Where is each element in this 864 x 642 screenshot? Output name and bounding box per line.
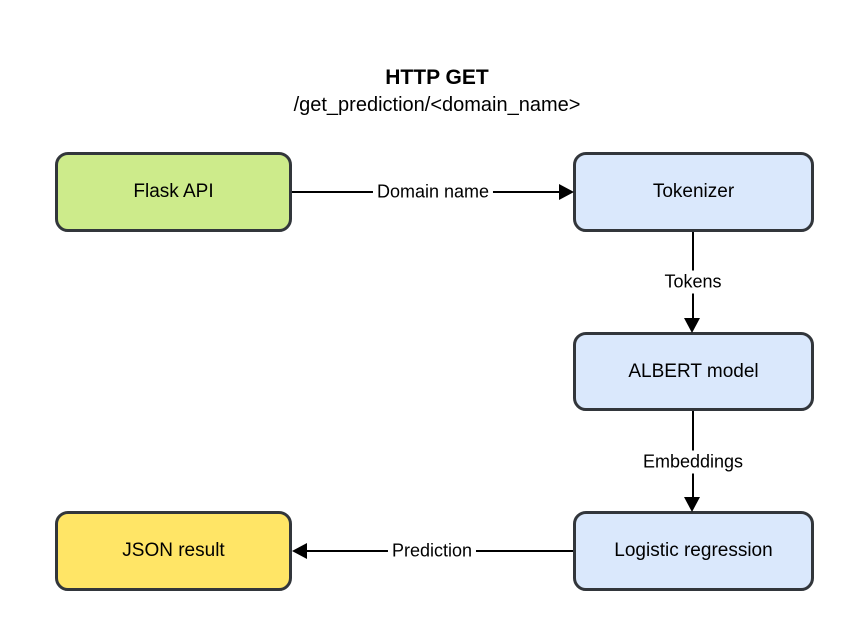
node-flask-api: Flask API: [55, 152, 292, 232]
edge-domain-name-label: Domain name: [372, 180, 494, 204]
node-logistic-regression-label: Logistic regression: [614, 540, 773, 561]
node-logistic-regression: Logistic regression: [573, 511, 814, 591]
arrowhead-down-icon: [684, 318, 700, 333]
node-flask-api-label: Flask API: [133, 181, 214, 202]
edge-tokens-label: Tokens: [660, 270, 726, 294]
node-tokenizer: Tokenizer: [573, 152, 814, 232]
node-tokenizer-label: Tokenizer: [652, 181, 735, 202]
arrowhead-down-icon: [684, 497, 700, 512]
edge-prediction-label: Prediction: [387, 539, 477, 563]
title-endpoint-path: /get_prediction/<domain_name>: [293, 94, 581, 117]
diagram-title: HTTP GET /get_prediction/<domain_name>: [294, 64, 581, 119]
node-json-result-label: JSON result: [122, 540, 225, 561]
node-json-result: JSON result: [55, 511, 292, 591]
title-heading: HTTP GET: [385, 66, 489, 89]
arrowhead-left-icon: [292, 543, 307, 559]
node-albert-model: ALBERT model: [573, 332, 814, 411]
node-albert-model-label: ALBERT model: [628, 360, 759, 382]
edge-embeddings-label: Embeddings: [638, 450, 748, 474]
arrowhead-right-icon: [559, 184, 574, 200]
